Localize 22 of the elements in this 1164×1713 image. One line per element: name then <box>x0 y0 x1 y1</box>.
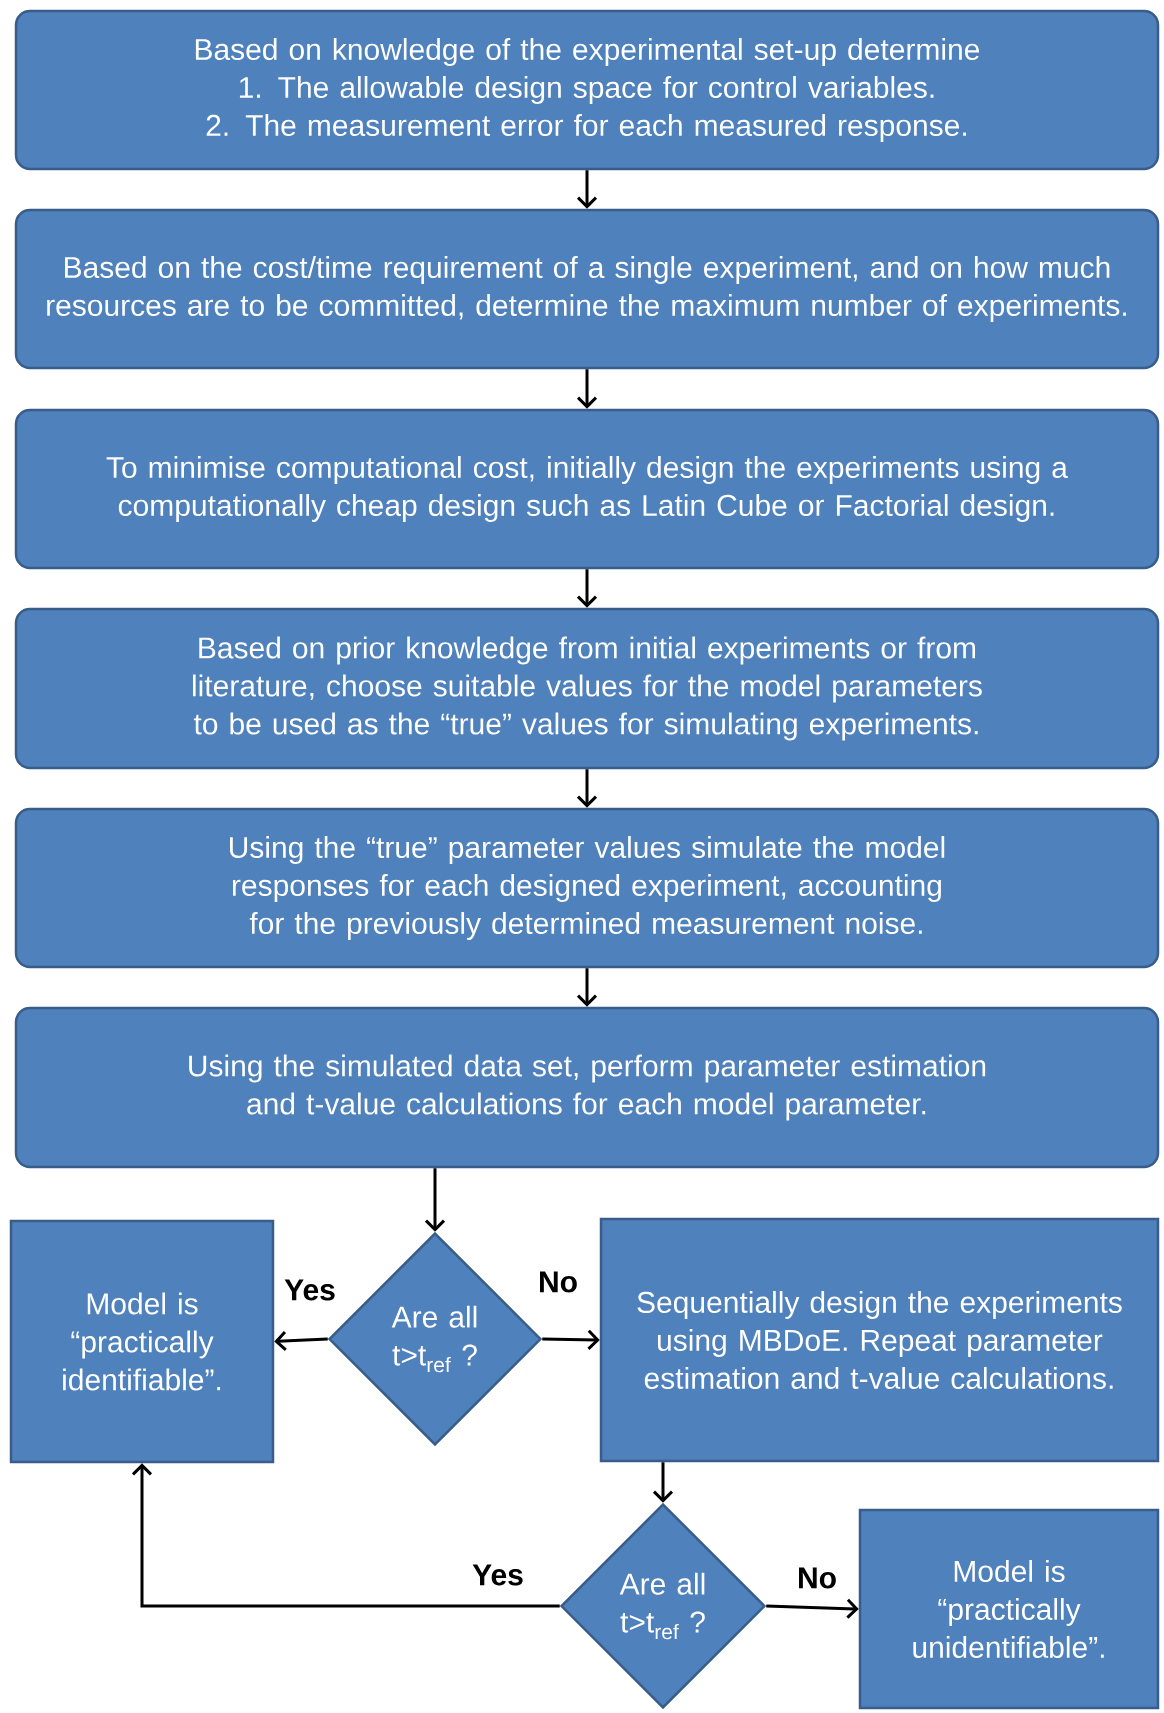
arrow <box>576 769 598 808</box>
process-box: Based on the cost/time requirement of a single experiment, and on how much resources are to be committed, determine the maximum number of experiments. <box>14 208 1160 370</box>
process-box: Using the “true” parameter values simulate the model responses for each designed experiment, accounting for the previously determined measurement noise. <box>14 807 1160 969</box>
arrow <box>576 968 598 1007</box>
process-box: Sequentially design the experiments using MBDoE. Repeat parameter estimation and t-value calculations. <box>599 1217 1160 1463</box>
arrow <box>766 1598 859 1619</box>
process-box: Using the simulated data set, perform parameter estimation and t-value calculations for each model parameter. <box>14 1006 1160 1169</box>
edge-label: No <box>795 1565 839 1591</box>
process-box: To minimise computational cost, initially design the experiments using a computationally cheap design such as Latin Cube or Factorial design. <box>14 408 1160 570</box>
edge-label: Yes <box>470 1562 526 1588</box>
arrow <box>274 1331 328 1352</box>
arrow <box>576 369 598 409</box>
process-box: Based on knowledge of the experimental set-up determine 1. The allowable design space for control variables. 2. The measurement error for each measured response. <box>14 9 1160 171</box>
process-box: Based on prior knowledge from initial experiments or from literature, choose suitable values for the model parameters to be used as the “true” values for simulating experiments. <box>14 607 1160 770</box>
arrow <box>424 1168 446 1232</box>
arrow <box>652 1462 674 1503</box>
process-box: Model is “practically unidentifiable”. <box>858 1508 1160 1710</box>
arrow <box>542 1329 600 1350</box>
arrow <box>576 569 598 608</box>
process-box: Model is “practically identifiable”. <box>9 1219 275 1464</box>
arrow <box>131 1463 560 1608</box>
arrow <box>576 170 598 209</box>
